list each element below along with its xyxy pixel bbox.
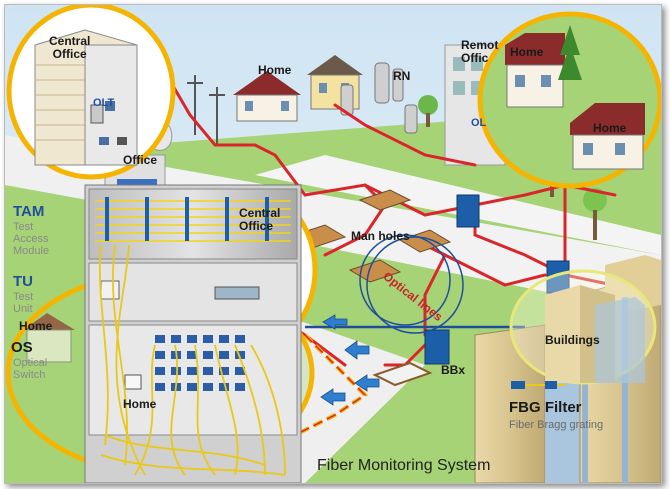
blue-cabinets: [424, 194, 570, 365]
legend-tam-full: Test Access Module: [13, 221, 50, 257]
label-central-office-top: Central Office: [49, 34, 91, 61]
legend-os-abbr: OS: [11, 339, 33, 356]
diagram-frame: Central Office OLT Office Home RN Remot …: [4, 4, 662, 484]
utility-poles: [187, 75, 225, 145]
label-home-right-bottom: Home: [593, 121, 627, 135]
fiber-rack: [84, 184, 302, 483]
label-rn: RN: [393, 69, 411, 83]
fbg-connector: [511, 381, 565, 389]
rn-cabinet: [374, 62, 390, 104]
label-home-right-top: Home: [510, 45, 544, 59]
fbg-title: FBG Filter: [509, 399, 582, 416]
label-office-partial: Office: [123, 153, 158, 167]
buildings-in-circle: [545, 285, 645, 383]
label-central-office-mid: Central Office: [239, 206, 281, 233]
label-buildings: Buildings: [545, 333, 600, 347]
remote-homes: [505, 25, 645, 170]
legend-tam-abbr: TAM: [13, 203, 45, 220]
label-man-holes: Man holes: [351, 229, 410, 243]
optical-lines-circles: [359, 234, 464, 334]
label-home-left: Home: [19, 319, 53, 333]
fbg-subtitle: Fiber Bragg grating: [509, 419, 604, 431]
label-bbx: BBx: [441, 363, 466, 377]
central-office-building: [34, 29, 138, 166]
home-house-center: [233, 71, 301, 122]
legend-tu-full: Test Unit: [13, 291, 34, 315]
fiber-network-illustration: [5, 5, 661, 483]
legend-tu-abbr: TU: [13, 273, 33, 290]
label-remote-office: Remot Offic: [461, 38, 499, 65]
label-home-bottom: Home: [123, 397, 157, 411]
caption: Fiber Monitoring System: [317, 457, 491, 474]
label-olt-right: OL: [471, 117, 487, 129]
label-olt-top: OLT: [93, 97, 115, 109]
legend-os-full: Optical Switch: [13, 357, 48, 381]
home-house-left: [23, 313, 75, 363]
label-home-center: Home: [258, 63, 292, 77]
